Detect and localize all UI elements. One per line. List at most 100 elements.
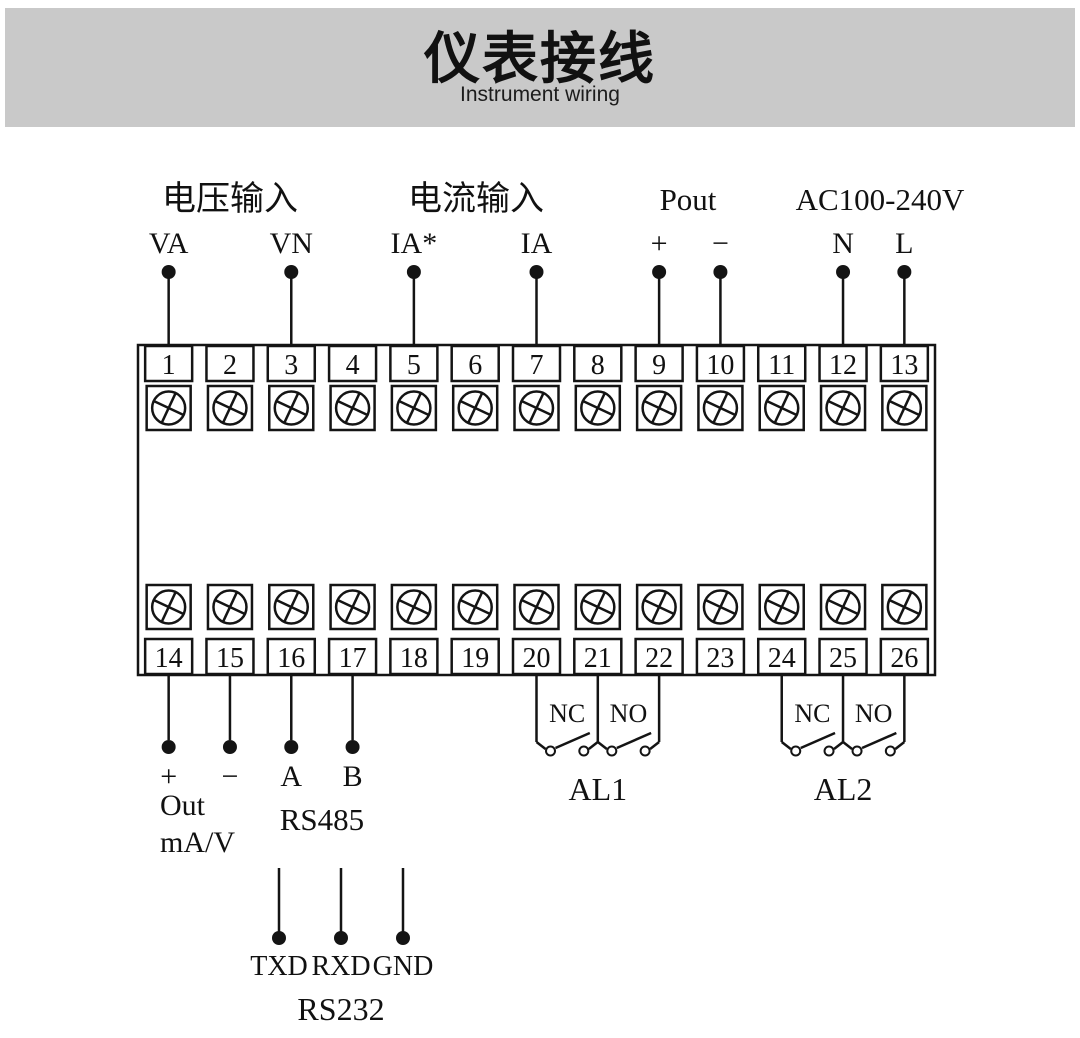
pin-dot — [396, 931, 410, 945]
screw-terminal-icon-slot — [896, 591, 913, 623]
terminal-number: 10 — [706, 350, 734, 381]
screw-terminal-icon-slot — [589, 392, 606, 424]
terminal-number: 15 — [216, 643, 244, 674]
terminal-number: 20 — [523, 643, 551, 674]
screw-terminal-icon-head — [457, 589, 493, 625]
screw-terminal-icon-head — [580, 390, 616, 426]
terminal-number: 5 — [407, 350, 421, 381]
pin-dot — [284, 740, 299, 754]
terminal-number: 22 — [645, 643, 673, 674]
screw-terminal-icon-frame — [881, 384, 928, 432]
screw-terminal-icon-slot — [773, 591, 790, 623]
terminal-number-box — [756, 637, 807, 676]
screw-terminal-icon-frame — [145, 583, 192, 631]
terminal-number: 11 — [768, 350, 795, 381]
terminal-number: 23 — [706, 643, 734, 674]
screw-terminal-icon-frame — [329, 384, 376, 432]
screw-terminal-icon-head — [457, 390, 493, 426]
pin-dot — [161, 740, 176, 754]
analog-out-caption: Out — [160, 789, 206, 822]
screw-terminal-icon-frame — [329, 583, 376, 631]
screw-terminal-icon-head — [396, 390, 432, 426]
screw-terminal-icon-slot — [528, 392, 545, 424]
pin-dot — [284, 265, 299, 279]
screw-terminal-icon-head — [518, 589, 555, 625]
screw-terminal-icon-frame — [513, 384, 560, 432]
terminal-number: 26 — [890, 643, 918, 674]
group-label: 电流输入 — [408, 180, 544, 218]
screw-terminal-icon-frame — [819, 583, 867, 631]
terminal-number-box — [327, 637, 378, 676]
terminal-number: 6 — [468, 350, 482, 381]
screw-terminal-icon-slot — [344, 392, 361, 424]
screw-terminal-icon-frame — [574, 384, 622, 432]
terminal-number: 1 — [162, 350, 176, 381]
header-banner: 仪表接线 Instrument wiring — [5, 8, 1075, 127]
pin-dot — [529, 265, 544, 279]
screw-terminal-icon-slot — [834, 392, 852, 424]
screw-terminal-icon-head — [886, 589, 923, 625]
screw-terminal-icon-slot — [712, 591, 729, 623]
screw-terminal-icon-head — [763, 589, 800, 625]
terminal-number-box — [205, 637, 255, 676]
pin-dot — [345, 740, 360, 754]
screw-terminal-icon-frame — [758, 583, 805, 631]
screw-terminal-icon-head — [150, 390, 187, 426]
contact-lead — [780, 741, 792, 750]
pin-label: VA — [149, 227, 189, 260]
screw-terminal-icon-slot — [834, 591, 852, 623]
screw-terminal-icon-frame — [206, 384, 254, 432]
screw-terminal-icon-head — [641, 390, 677, 426]
screw-terminal-icon-head — [212, 390, 248, 426]
alarm-label: AL1 — [568, 771, 627, 807]
terminal-number-box — [511, 344, 562, 383]
screw-terminal-icon-head — [273, 390, 310, 426]
screw-terminal-icon-frame — [145, 384, 192, 432]
screw-terminal-icon-slot — [283, 392, 300, 424]
screw-terminal-icon-frame — [635, 384, 683, 432]
terminal-number-box — [266, 637, 317, 676]
pin-dot — [161, 265, 176, 279]
pin-label: RXD — [311, 951, 370, 982]
rs485-label: RS485 — [280, 802, 364, 837]
screw-terminal-icon-head — [396, 589, 432, 625]
screw-terminal-icon-head — [518, 390, 555, 426]
nc-label: NC — [549, 699, 585, 728]
terminal-number: 8 — [591, 350, 605, 381]
screw-terminal-icon-slot — [651, 392, 668, 424]
screw-terminal-icon-frame — [758, 384, 805, 432]
screw-terminal-icon-frame — [697, 384, 744, 432]
contact-arm — [554, 731, 591, 750]
pin-dot — [406, 265, 421, 279]
screw-terminal-icon-slot — [712, 392, 729, 424]
screw-terminal-icon-head — [702, 589, 739, 625]
terminal-number-box — [573, 344, 623, 383]
screw-terminal-icon-frame — [268, 384, 315, 432]
alarm-label: AL2 — [814, 771, 873, 807]
terminal-number-box — [511, 637, 562, 676]
pin-label: B — [343, 760, 363, 793]
terminal-number: 19 — [461, 643, 489, 674]
contact-point — [578, 745, 590, 757]
contact-point — [545, 745, 556, 757]
contact-point — [606, 745, 618, 757]
pin-label: A — [280, 760, 302, 793]
page-subtitle: Instrument wiring — [460, 83, 620, 107]
terminal-strip-outline — [136, 343, 937, 677]
rs232-label: RS232 — [297, 991, 384, 1027]
terminal-number: 17 — [339, 643, 367, 674]
pin-label: GND — [373, 951, 434, 982]
terminal-number-box — [389, 344, 439, 383]
terminal-number: 25 — [829, 643, 857, 674]
terminal-number: 18 — [400, 643, 428, 674]
screw-terminal-icon-slot — [528, 591, 545, 623]
terminal-number-box — [695, 637, 746, 676]
terminal-number: 13 — [890, 350, 918, 381]
screw-terminal-icon-frame — [635, 583, 683, 631]
pin-dot — [334, 931, 348, 945]
screw-terminal-icon-head — [334, 589, 371, 625]
screw-terminal-icon-head — [825, 390, 861, 426]
pin-label: N — [832, 227, 854, 260]
contact-lead — [535, 741, 547, 750]
screw-terminal-icon-slot — [467, 591, 484, 623]
